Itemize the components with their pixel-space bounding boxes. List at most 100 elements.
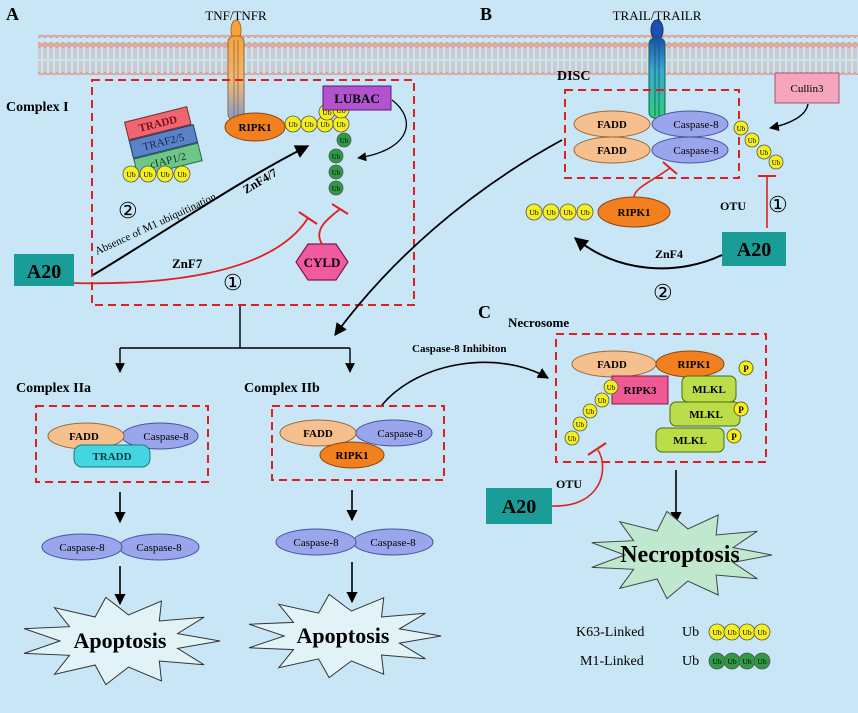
complex1-box bbox=[91, 79, 415, 306]
lubac-box bbox=[322, 85, 392, 111]
ripk1-complex1 bbox=[224, 112, 286, 142]
complex2a-tradd-label: TRADD bbox=[92, 451, 131, 463]
tnf-receptor bbox=[227, 19, 245, 121]
legend-m1-ub-label: Ub bbox=[682, 654, 699, 669]
ub-bead bbox=[582, 403, 598, 419]
m1-ub-bead bbox=[336, 132, 352, 148]
apoptosis-label-a: Apoptosis bbox=[74, 628, 167, 653]
ub-bead-label: Ub bbox=[772, 159, 781, 167]
trail-receptor bbox=[648, 19, 666, 119]
necrosome-ripk3-label: RIPK3 bbox=[624, 385, 658, 397]
necrosome-ripk1-label: RIPK1 bbox=[678, 359, 711, 371]
ub-bead bbox=[564, 430, 580, 446]
otu-label-b: OTU bbox=[720, 199, 746, 213]
a20-znf4-arrow bbox=[573, 237, 723, 270]
complex2b-fadd bbox=[279, 419, 357, 447]
ub-bead-label: Ub bbox=[563, 208, 572, 217]
ub-bead bbox=[542, 203, 560, 221]
ub-bead-label: Ub bbox=[607, 384, 616, 392]
ub-bead bbox=[576, 203, 594, 221]
legend-k63-ub-label: Ub bbox=[682, 625, 699, 640]
cell-membrane bbox=[38, 35, 858, 75]
phospho-1-label: P bbox=[743, 364, 749, 374]
mlkl-1-label: MLKL bbox=[692, 384, 726, 396]
a20-label-panel-c: A20 bbox=[502, 496, 536, 518]
ub-bead-label: Ub bbox=[568, 435, 577, 443]
ub-bead-label: Ub bbox=[322, 108, 331, 117]
phospho-3 bbox=[726, 428, 742, 444]
phospho-1 bbox=[738, 360, 754, 376]
mlkl-3-label: MLKL bbox=[673, 435, 707, 447]
necrosome-fadd-label: FADD bbox=[597, 359, 627, 371]
disc-ripk1-label: RIPK1 bbox=[618, 207, 651, 219]
a20-box-panel-c bbox=[486, 488, 552, 524]
dimer-b-left-label: Caspase-8 bbox=[293, 537, 339, 549]
complex2b-fadd-label: FADD bbox=[303, 428, 333, 440]
otu-label-c: OTU bbox=[556, 477, 582, 491]
dimer-b-right-label: Caspase-8 bbox=[370, 537, 416, 549]
cyld-label: CYLD bbox=[304, 255, 341, 270]
necroptosis-burst bbox=[591, 510, 773, 600]
disc-caspase8-bottom-label: Caspase-8 bbox=[673, 145, 719, 157]
ub-bead-label: Ub bbox=[586, 408, 595, 416]
ub-bead-label: Ub bbox=[546, 208, 555, 217]
m1-ub-bead bbox=[328, 164, 344, 180]
dimer-a-left-label: Caspase-8 bbox=[59, 542, 105, 554]
disc-step2: ② bbox=[653, 280, 673, 305]
ub-bead-label: Ub bbox=[576, 421, 585, 429]
ub-bead bbox=[594, 392, 610, 408]
complex2b-title: Complex IIb bbox=[244, 381, 320, 396]
ripk1-complex1-label: RIPK1 bbox=[239, 122, 272, 134]
dimer-b-left bbox=[275, 528, 357, 556]
ub-bead-label: Ub bbox=[598, 397, 607, 405]
legend-ub-bead bbox=[753, 623, 771, 641]
caspase8-inhibition-label: Caspase-8 Inhibiton bbox=[412, 343, 506, 355]
ub-bead bbox=[733, 120, 749, 136]
phospho-3-label: P bbox=[731, 432, 737, 442]
a20-box-panel-a bbox=[14, 254, 74, 286]
traf-box bbox=[128, 124, 199, 159]
disc-fadd-top-label: FADD bbox=[597, 119, 627, 131]
ub-bead-label: Ub bbox=[320, 120, 329, 129]
cyld-hexagon bbox=[295, 243, 349, 281]
a20-label-panel-b: A20 bbox=[737, 239, 771, 261]
panel-label-a: A bbox=[6, 4, 19, 24]
cullin3-arrow bbox=[769, 103, 809, 132]
tradd-box bbox=[123, 106, 192, 141]
ub-bead-label: Ub bbox=[529, 208, 538, 217]
legend-ub-bead-label: Ub bbox=[742, 628, 751, 637]
apoptosis-burst-b bbox=[248, 593, 442, 679]
disc-caspase8-bottom bbox=[651, 136, 729, 164]
necrosome-title: Necrosome bbox=[508, 315, 569, 330]
ub-bead bbox=[744, 132, 760, 148]
complex2a-title: Complex IIa bbox=[16, 381, 91, 396]
a20-znf47-arrow bbox=[92, 145, 310, 276]
disc-fadd-bottom-label: FADD bbox=[597, 145, 627, 157]
complex1-step1: ① bbox=[223, 270, 243, 295]
cullin3-box bbox=[774, 72, 840, 104]
ub-bead-label: Ub bbox=[737, 125, 746, 133]
m1-ub-bead bbox=[328, 148, 344, 164]
panel-label-b: B bbox=[480, 4, 492, 24]
legend-ub-bead-label: Ub bbox=[757, 628, 766, 637]
ub-bead bbox=[122, 165, 140, 183]
legend-ub-bead-label: Ub bbox=[712, 628, 721, 637]
cyld-bar bbox=[331, 203, 349, 215]
legend-m1-label: M1-Linked bbox=[580, 654, 644, 669]
ub-bead bbox=[603, 379, 619, 395]
lubac-arrow bbox=[357, 99, 408, 162]
apoptosis-label-b: Apoptosis bbox=[297, 623, 390, 648]
complex1-title: Complex I bbox=[6, 100, 69, 115]
necrosome-box bbox=[555, 333, 767, 463]
disc-caspase8-top-label: Caspase-8 bbox=[673, 119, 719, 131]
m1-ub-bead-label: Ub bbox=[332, 153, 341, 161]
legend-m1-bead bbox=[753, 652, 771, 670]
legend-m1-bead-label: Ub bbox=[742, 657, 751, 666]
dimer-a-right-label: Caspase-8 bbox=[136, 542, 182, 554]
trail-receptor-label: TRAIL/TRAILR bbox=[613, 8, 702, 23]
